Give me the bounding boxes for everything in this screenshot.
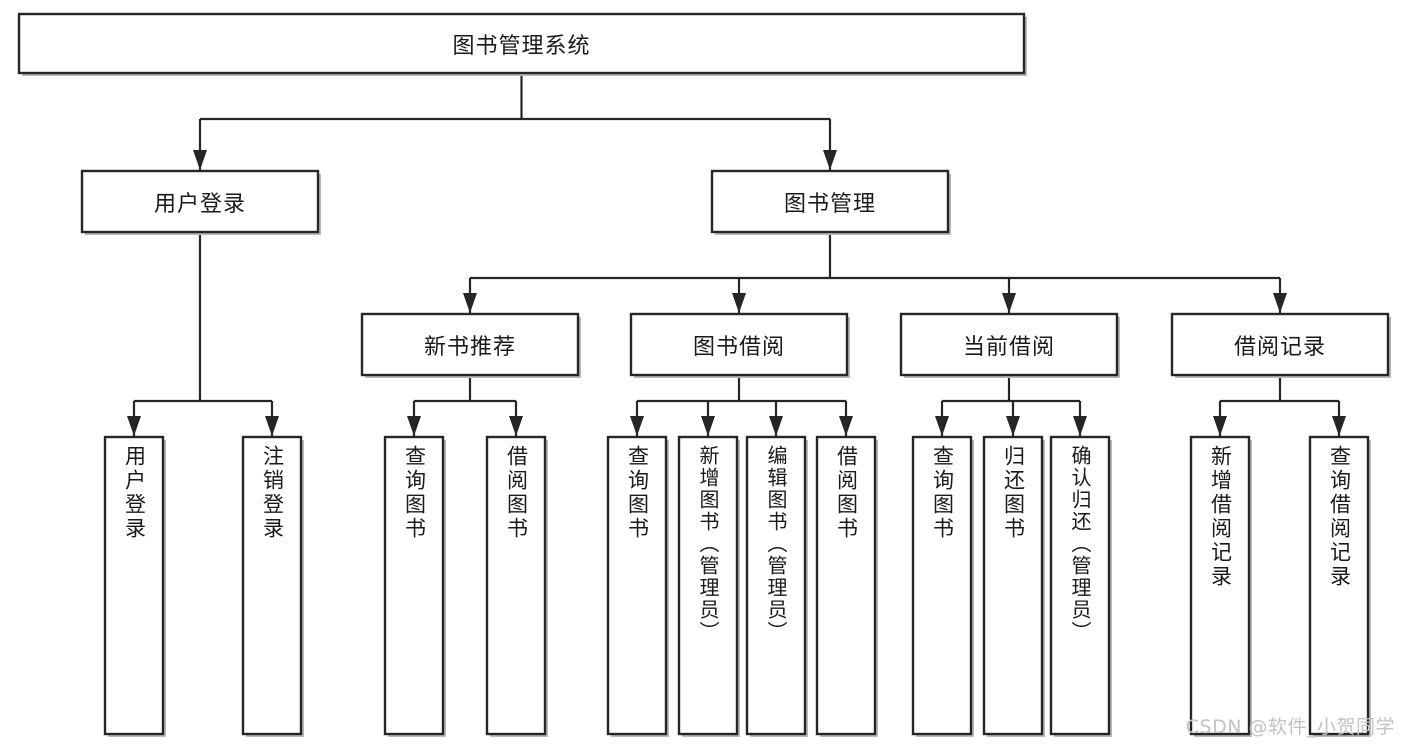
node-leaf-borrow-book-1[interactable] [485, 435, 547, 736]
connector-arrow-icon [509, 416, 523, 436]
connector-arrow-icon [1273, 293, 1287, 313]
node-leaf-borrow-book-2[interactable] [815, 435, 877, 736]
connector-arrow-icon [732, 293, 746, 313]
node-book-manage[interactable] [710, 169, 950, 234]
connector-arrow-icon [839, 416, 853, 436]
node-root[interactable] [17, 12, 1026, 75]
connector-arrow-icon [630, 416, 644, 436]
node-leaf-query-book-3[interactable] [911, 435, 973, 736]
connector-arrow-icon [127, 416, 141, 436]
connector-arrow-icon [193, 150, 207, 170]
connector-arrow-icon [265, 416, 279, 436]
node-leaf-confirm-return[interactable] [1049, 435, 1111, 736]
connector-arrow-icon [407, 416, 421, 436]
node-borrow-record[interactable] [1170, 312, 1390, 377]
node-leaf-add-book[interactable] [677, 435, 739, 736]
node-leaf-user-login[interactable] [103, 435, 165, 736]
node-new-book-rec[interactable] [360, 312, 580, 377]
connector-arrow-icon [1006, 416, 1020, 436]
node-leaf-return-book[interactable] [982, 435, 1044, 736]
node-leaf-edit-book[interactable] [745, 435, 807, 736]
connector-arrow-icon [463, 293, 477, 313]
node-user-login[interactable] [80, 169, 320, 234]
connector-arrow-icon [1213, 416, 1227, 436]
connector-arrow-icon [823, 150, 837, 170]
node-leaf-logout[interactable] [241, 435, 303, 736]
connector-arrow-icon [769, 416, 783, 436]
node-book-borrow[interactable] [629, 312, 849, 377]
connector-arrow-icon [1002, 293, 1016, 313]
node-leaf-add-record[interactable] [1189, 435, 1251, 736]
node-leaf-query-record[interactable] [1308, 435, 1370, 736]
node-leaf-query-book-2[interactable] [606, 435, 668, 736]
connector-arrow-icon [1332, 416, 1346, 436]
node-current-borrow[interactable] [899, 312, 1119, 377]
connector-arrow-icon [1073, 416, 1087, 436]
connector-arrow-icon [701, 416, 715, 436]
connector-arrow-icon [935, 416, 949, 436]
node-leaf-query-book-1[interactable] [383, 435, 445, 736]
